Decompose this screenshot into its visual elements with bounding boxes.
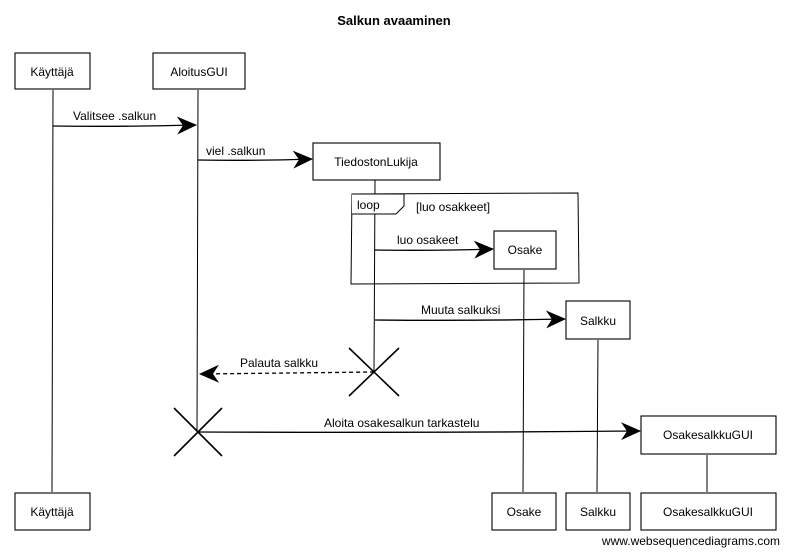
participant-aloitus-top: AloitusGUI <box>152 52 246 90</box>
participant-kayttaja-bottom: Käyttäjä <box>14 492 91 531</box>
message-label: Palauta salkku <box>240 356 318 370</box>
participant-label: Käyttäjä <box>30 65 74 79</box>
participant-label: AloitusGUI <box>170 65 227 79</box>
participant-osakesalkku-bottom: OsakesalkkuGUI <box>640 492 777 531</box>
message-aloita-tarkastelu: Aloita osakesalkun tarkastelu <box>196 416 641 441</box>
loop-keyword: loop <box>357 198 380 212</box>
participant-salkku-box: Salkku <box>565 300 631 340</box>
message-label: Valitsee .salkun <box>73 109 156 123</box>
participant-lukija-box: TiedostonLukija <box>312 142 441 181</box>
participant-label: OsakesalkkuGUI <box>663 505 753 519</box>
participant-kayttaja-top: Käyttäjä <box>14 52 91 90</box>
participant-label: TiedostonLukija <box>334 155 418 169</box>
message-label: Muuta salkuksi <box>421 303 500 317</box>
lifeline-aloitus <box>196 89 199 433</box>
diagram-title: Salkun avaaminen <box>337 13 450 28</box>
message-label: viel .salkun <box>206 144 265 158</box>
loop-frame: loop [luo osakkeet] <box>350 192 580 285</box>
watermark-text: www.websequencediagrams.com <box>601 534 780 548</box>
participant-osakesalkku-box: OsakesalkkuGUI <box>640 415 777 455</box>
message-label: luo osakeet <box>397 233 459 247</box>
participant-label: Osake <box>508 243 543 257</box>
participant-osake-bottom: Osake <box>491 492 557 531</box>
message-label: Aloita osakesalkun tarkastelu <box>324 416 479 430</box>
participant-label: Käyttäjä <box>30 505 74 519</box>
lifeline-kayttaja <box>51 89 54 493</box>
destroy-lukija <box>348 347 400 397</box>
message-viel-salkun: viel .salkun <box>197 144 313 169</box>
participant-osake-box: Osake <box>493 230 557 270</box>
loop-condition: [luo osakkeet] <box>416 200 490 214</box>
destroy-aloitus <box>173 407 223 457</box>
lifeline-salkku <box>596 339 599 493</box>
message-muuta-salkuksi: Muuta salkuksi <box>374 303 566 329</box>
participant-label: OsakesalkkuGUI <box>663 428 753 442</box>
message-luo-osakeet: luo osakeet <box>374 233 494 259</box>
participant-salkku-bottom: Salkku <box>565 492 631 531</box>
lifeline-osake <box>522 269 525 493</box>
participant-label: Osake <box>507 505 542 519</box>
message-valitsee-salkun: Valitsee .salkun <box>52 109 197 135</box>
participant-label: Salkku <box>580 505 616 519</box>
message-palauta-salkku: Palauta salkku <box>199 356 375 383</box>
participant-label: Salkku <box>580 314 616 328</box>
